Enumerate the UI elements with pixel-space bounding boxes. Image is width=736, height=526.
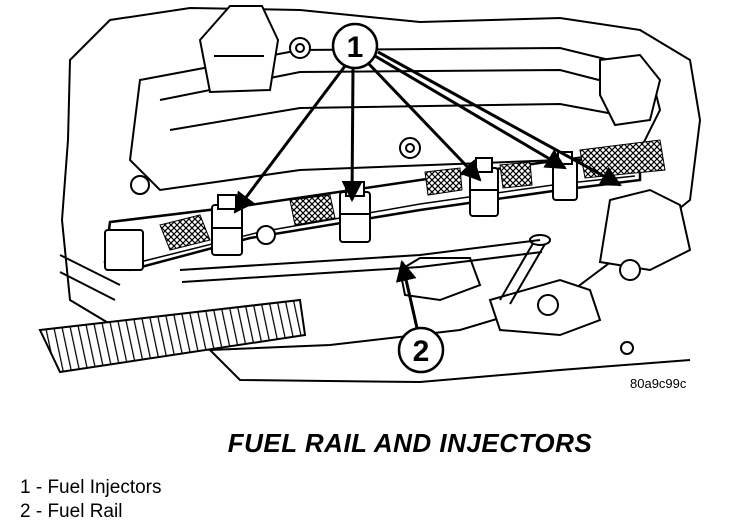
injector-arrow bbox=[341, 67, 363, 203]
left-tube bbox=[59, 254, 121, 301]
fuel-injectors bbox=[104, 151, 578, 271]
figure-title: FUEL RAIL AND INJECTORS bbox=[227, 428, 593, 458]
injector-arrow bbox=[233, 65, 347, 214]
corrugated-hose bbox=[38, 298, 307, 374]
injector-arrow bbox=[366, 61, 482, 182]
callout-1-label: 1 bbox=[347, 31, 364, 64]
fuel-rail-arrow bbox=[395, 259, 419, 329]
callout-2-label: 2 bbox=[413, 335, 430, 368]
legend: 1 - Fuel Injectors 2 - Fuel Rail bbox=[20, 476, 162, 524]
engine-block-outline bbox=[60, 5, 702, 384]
legend-item: 1 - Fuel Injectors bbox=[20, 477, 162, 498]
fuel-injector bbox=[469, 157, 499, 217]
figure-id: 80a9c99c bbox=[630, 376, 687, 391]
engine-fuel-rail-illustration: 1 2 bbox=[38, 5, 702, 384]
callout-2: 2 bbox=[395, 259, 445, 374]
injector-arrow bbox=[377, 50, 622, 187]
legend-item: 2 - Fuel Rail bbox=[20, 501, 123, 522]
callout-1: 1 bbox=[233, 22, 622, 214]
fuel-injector bbox=[339, 181, 371, 243]
fuel-injector bbox=[211, 194, 243, 256]
injector-arrow bbox=[374, 54, 567, 170]
